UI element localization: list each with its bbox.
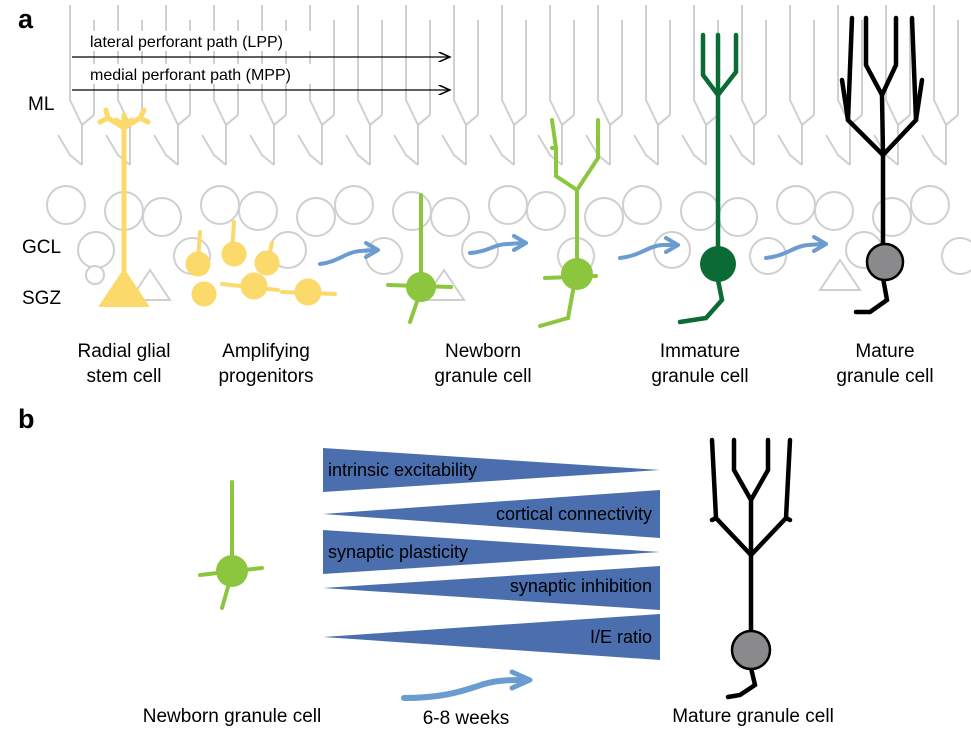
stage-label-5-line1: Mature [855, 341, 914, 362]
lpp-label: lateral perforant path (LPP) [90, 34, 283, 51]
stage-labels: Radial glial stem cell Amplifying progen… [78, 341, 934, 387]
property-label-synaptic-plasticity: synaptic plasticity [328, 542, 468, 562]
wedge-synaptic-plasticity [323, 530, 660, 574]
wedge-synaptic-inhibition [323, 566, 660, 610]
mpp-label-bg [86, 64, 332, 84]
developing-granule-cell [538, 118, 600, 328]
panel-b-letter: b [18, 404, 35, 434]
stage-label-2-line2: progenitors [218, 366, 313, 387]
stage-label-2-line1: Amplifying [222, 341, 310, 362]
stage-label-1-line1: Radial glial [78, 341, 171, 362]
layer-gcl: GCL [22, 237, 61, 258]
layer-sgz: SGZ [22, 288, 61, 309]
time-label: 6-8 weeks [423, 708, 510, 729]
stage-label-4-line1: Immature [660, 341, 740, 362]
stage-label-1-line2: stem cell [87, 366, 162, 387]
panel-a: a lateral perforant path (LPP) medial pe… [18, 4, 971, 387]
wedge-cortical-connectivity [323, 490, 660, 538]
panel-b: b intrinsic excitability cortical connec… [18, 404, 834, 729]
property-label-synaptic-inhibition: synaptic inhibition [510, 576, 652, 596]
amplifying-progenitors [185, 220, 337, 307]
right-label: Mature granule cell [672, 706, 834, 727]
layer-ml: ML [28, 94, 54, 115]
lpp-label-bg [86, 31, 324, 51]
immature-granule-cell [677, 32, 739, 325]
time-arrow [401, 669, 533, 701]
wedge-ie-ratio [323, 614, 660, 660]
property-label-cortical-connectivity: cortical connectivity [496, 504, 652, 524]
stage-label-3-line1: Newborn [445, 341, 521, 362]
property-label-intrinsic-excitability: intrinsic excitability [328, 460, 477, 480]
newborn-granule-cell-a [386, 193, 453, 324]
property-wedges: intrinsic excitability cortical connecti… [323, 448, 660, 660]
stage-label-3-line2: granule cell [434, 366, 531, 387]
progression-arrows [318, 234, 828, 266]
newborn-granule-cell-b [198, 480, 264, 610]
mature-granule-cell-a [839, 15, 925, 315]
left-label: Newborn granule cell [143, 706, 322, 727]
mpp-label: medial perforant path (MPP) [90, 67, 291, 84]
mature-granule-cell-b [709, 437, 793, 700]
radial-glial-stem-cell [97, 107, 151, 307]
panel-a-letter: a [18, 4, 34, 34]
stage-label-4-line2: granule cell [651, 366, 748, 387]
property-label-ie-ratio: I/E ratio [590, 627, 652, 647]
stage-label-5-line2: granule cell [836, 366, 933, 387]
wedge-intrinsic-excitability [323, 448, 660, 492]
